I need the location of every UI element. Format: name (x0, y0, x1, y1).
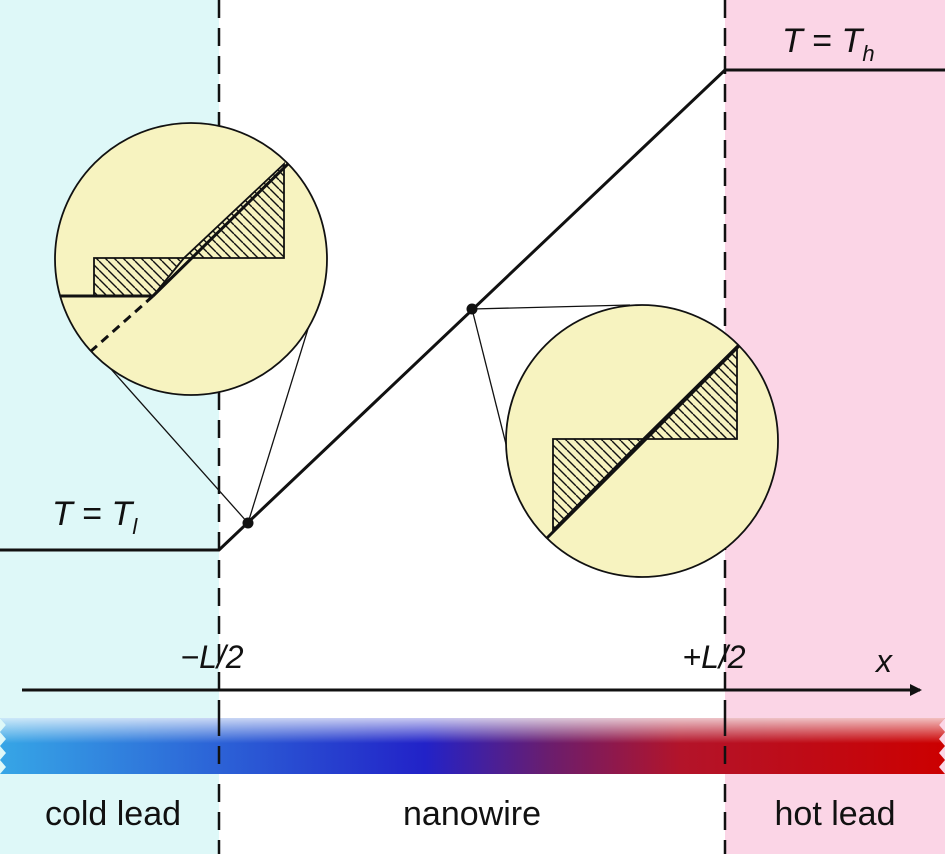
cold-lead-label: cold lead (45, 795, 181, 833)
inset-connector-line (471, 308, 511, 461)
hot-lead-label: hot lead (775, 795, 896, 833)
temperature-hot-label: T = Th (782, 22, 875, 66)
temperature-gradient-bar (0, 718, 945, 774)
right-boundary-label: +L/2 (682, 639, 745, 675)
inset-magnifier-midpoint (505, 304, 779, 578)
inset-magnifier-boundary (54, 122, 328, 396)
inset-connector-line (109, 367, 249, 524)
nanowire-label: nanowire (403, 795, 541, 833)
probe-point-cold (242, 517, 254, 529)
probe-point-mid (466, 303, 478, 315)
temperature-cold-label: T = Tl (52, 495, 138, 539)
left-boundary-label: −L/2 (180, 639, 243, 675)
inset-connector-line (471, 304, 631, 310)
x-axis-label: x (874, 643, 893, 679)
